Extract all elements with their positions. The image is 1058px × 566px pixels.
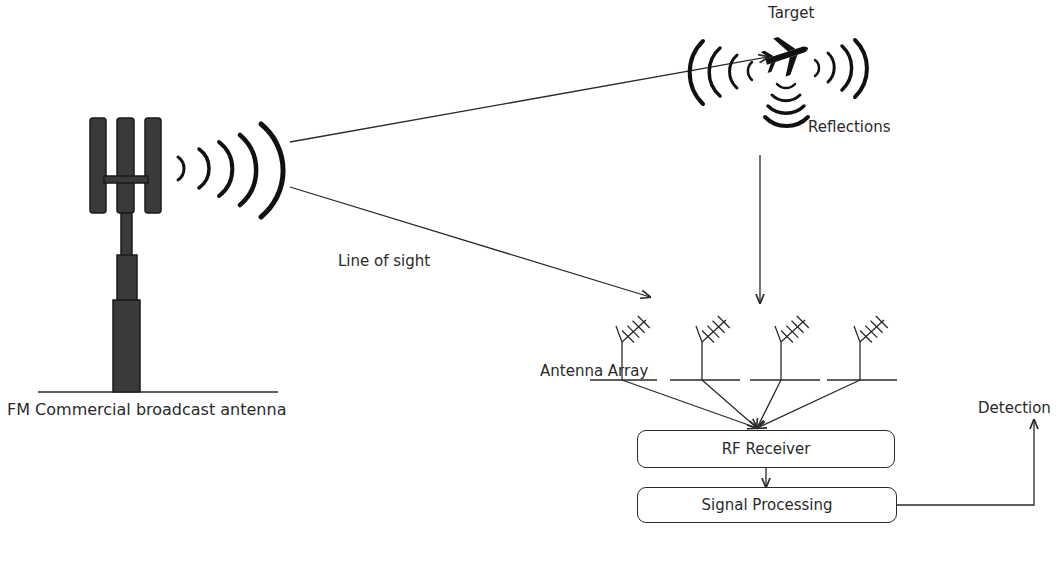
process-box: RF Receiver bbox=[637, 430, 895, 468]
array-label: Antenna Array bbox=[540, 362, 648, 380]
line-of-sight-arrow bbox=[290, 187, 650, 297]
broadcast-tower bbox=[90, 118, 161, 392]
reflections-label: Reflections bbox=[808, 118, 890, 136]
output-label: Detection bbox=[978, 399, 1051, 417]
box-label: Signal Processing bbox=[702, 496, 833, 514]
process-box: Signal Processing bbox=[637, 487, 897, 523]
box-label: RF Receiver bbox=[722, 440, 811, 458]
ground-line bbox=[38, 391, 278, 392]
airplane-target bbox=[758, 29, 814, 81]
target-label: Target bbox=[768, 4, 814, 22]
tower-label: FM Commercial broadcast antenna bbox=[7, 400, 286, 419]
reflection-arrow bbox=[759, 155, 760, 303]
radio-waves bbox=[178, 124, 283, 217]
reflection-waves bbox=[690, 40, 867, 126]
signal-arrow bbox=[290, 57, 768, 142]
detection-arrow bbox=[897, 420, 1034, 505]
line-label: Line of sight bbox=[338, 252, 430, 270]
flow-arrow bbox=[765, 468, 766, 487]
